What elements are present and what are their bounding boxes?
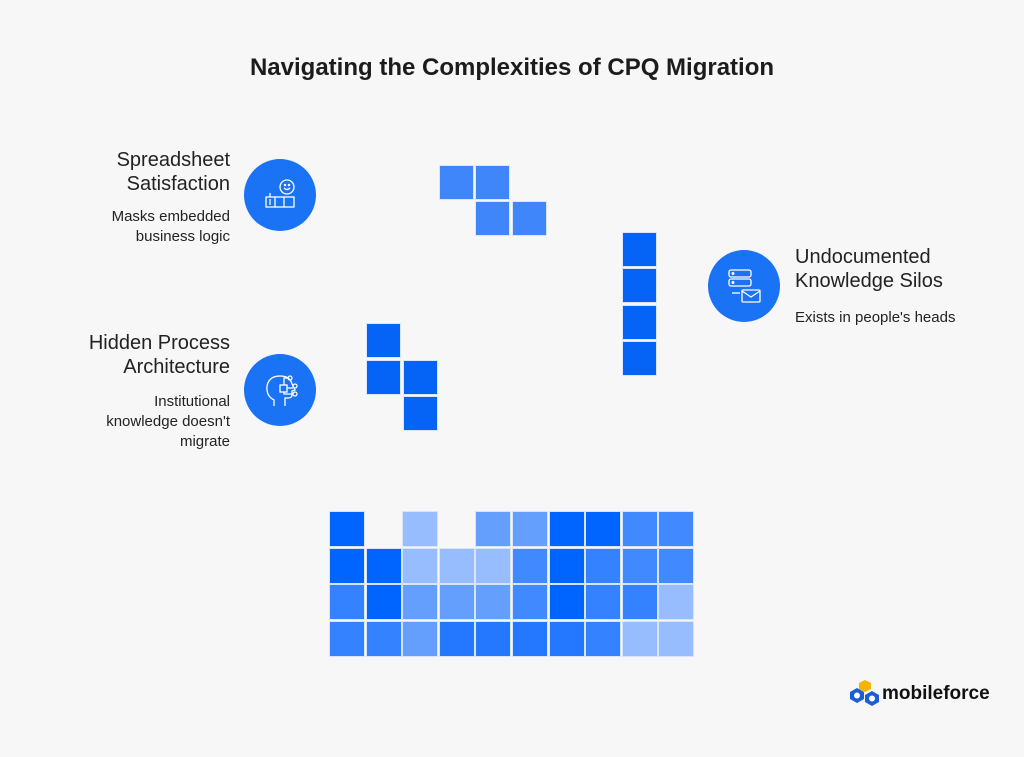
grid-cell: [548, 584, 585, 621]
block: [622, 232, 657, 267]
block: [622, 268, 657, 303]
grid-cell: [585, 584, 622, 621]
head-network-icon: [244, 354, 316, 426]
grid-cell: [658, 584, 695, 621]
brand-name: mobileforce: [882, 683, 990, 704]
item-heading: Undocumented Knowledge Silos: [795, 245, 1015, 293]
item-heading: Hidden Process Architecture: [40, 331, 230, 379]
grid-cell: [512, 584, 548, 621]
grid-cell: [621, 584, 658, 621]
description-line: migrate: [179, 433, 230, 450]
grid-cell: [548, 511, 585, 547]
item-description: Masks embedded business logic: [60, 207, 230, 247]
block: [366, 323, 401, 358]
grid-cell: [621, 620, 658, 657]
item-heading: Spreadsheet Satisfaction: [60, 148, 230, 196]
mobileforce-logo-icon: [848, 678, 882, 713]
description-line: knowledge doesn't: [106, 413, 230, 430]
description-line: Institutional: [154, 393, 230, 410]
description-line: business logic: [135, 228, 230, 245]
description-line: Exists in people's heads: [795, 309, 956, 326]
grid-cell: [402, 547, 439, 584]
grid-cell: [438, 547, 475, 584]
heading-line: Architecture: [123, 356, 230, 378]
block: [366, 360, 401, 395]
heading-line: Satisfaction: [126, 173, 230, 195]
grid-cell: [365, 620, 402, 657]
description-line: Masks embedded: [111, 208, 230, 225]
grid-cell: [658, 620, 695, 657]
grid-cell: [365, 547, 402, 584]
block: [512, 201, 547, 236]
item-description: Institutional knowledge doesn't migrate: [40, 392, 230, 452]
grid-cell: [512, 547, 548, 584]
grid-cell: [402, 511, 439, 547]
grid-cell: [475, 584, 512, 621]
grid-cell: [365, 584, 402, 621]
grid-cell: [475, 620, 512, 657]
grid-cell: [329, 584, 365, 621]
block: [439, 165, 474, 200]
heading-line: Spreadsheet: [116, 149, 230, 171]
grid-cell: [621, 547, 658, 584]
heading-line: Hidden Process: [88, 332, 230, 354]
grid-cell: [329, 620, 365, 657]
block: [622, 341, 657, 376]
heading-line: Undocumented: [795, 246, 931, 268]
block-grid: [329, 511, 695, 658]
grid-cell: [438, 584, 475, 621]
grid-cell: [438, 620, 475, 657]
grid-cell: [621, 511, 658, 547]
server-mail-icon: [708, 250, 780, 322]
grid-cell: [329, 547, 365, 584]
grid-cell: [585, 620, 622, 657]
grid-cell: [548, 620, 585, 657]
grid-cell: [402, 620, 439, 657]
grid-cell: [402, 584, 439, 621]
block: [403, 396, 438, 431]
grid-cell: [329, 511, 365, 547]
page-title: Navigating the Complexities of CPQ Migra…: [249, 54, 775, 81]
spreadsheet-smiley-icon: [244, 159, 316, 231]
grid-cell: [475, 511, 512, 547]
grid-cell: [658, 547, 695, 584]
grid-cell: [585, 511, 622, 547]
grid-cell: [475, 547, 512, 584]
grid-cell: [548, 547, 585, 584]
grid-cell: [658, 511, 695, 547]
heading-line: Knowledge Silos: [795, 270, 943, 292]
block: [475, 201, 510, 236]
grid-cell: [585, 547, 622, 584]
block: [622, 305, 657, 340]
block: [475, 165, 510, 200]
grid-cell: [512, 620, 548, 657]
grid-cell: [512, 511, 548, 547]
item-description: Exists in people's heads: [795, 308, 1015, 328]
block: [403, 360, 438, 395]
